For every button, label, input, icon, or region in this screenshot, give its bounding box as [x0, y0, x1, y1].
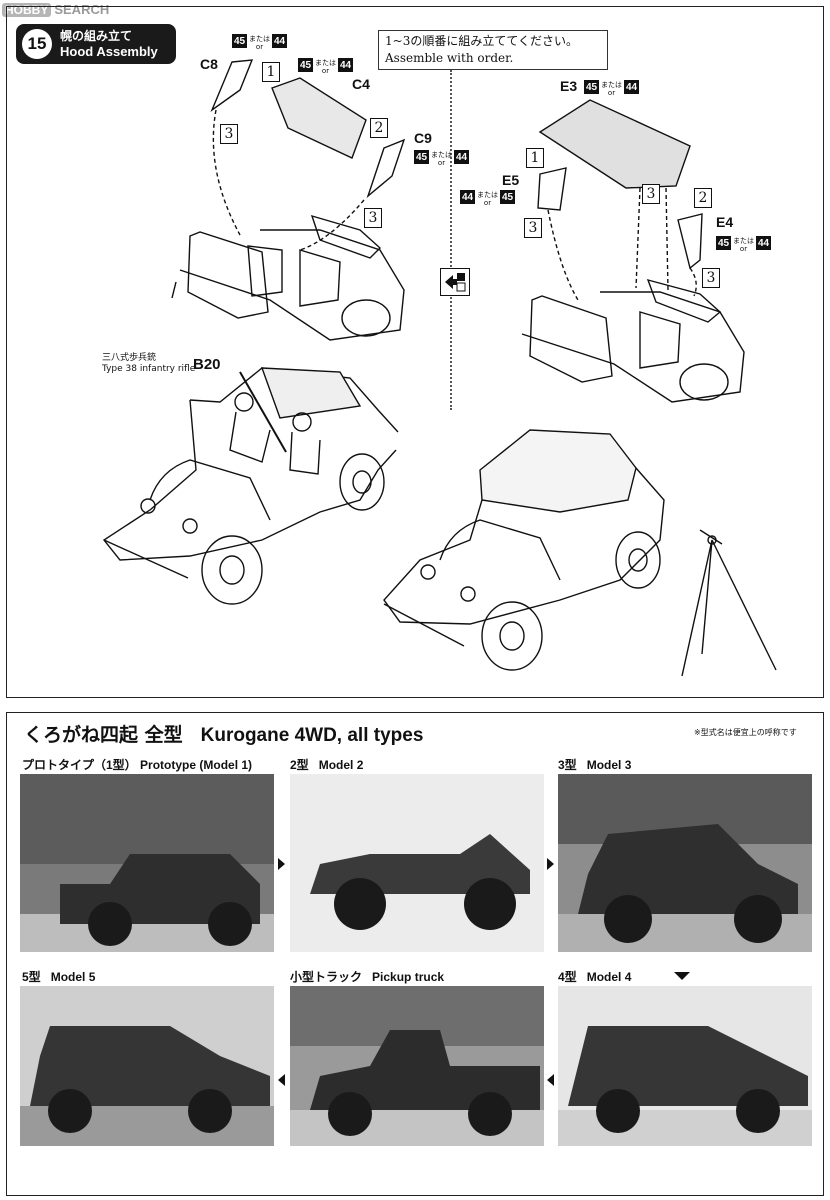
step-marker: 1	[526, 148, 544, 168]
arrow-down-icon	[674, 972, 690, 980]
assembly-panel	[6, 6, 824, 698]
step-marker: 2	[694, 188, 712, 208]
arrow-right-icon	[278, 858, 285, 870]
photo-pickup-truck	[290, 986, 544, 1146]
gallery-title-en: Kurogane 4WD, all types	[200, 725, 424, 746]
car-with-soldiers-drawing	[102, 367, 399, 605]
step-marker: 3	[220, 124, 238, 144]
step-marker: 3	[524, 218, 542, 238]
part-c9-drawing	[366, 138, 406, 199]
gallery-panel	[6, 712, 824, 1196]
label-c4: C4	[352, 76, 370, 92]
step-marker: 1	[262, 62, 280, 82]
car-open-right-drawing	[521, 278, 745, 403]
car-open-left-drawing	[171, 214, 405, 341]
orientation-icon	[440, 268, 470, 296]
label-e3: E3	[560, 78, 578, 94]
arrow-left-icon	[278, 1074, 285, 1086]
label-e5: E5	[502, 172, 520, 188]
car-closed-drawing	[383, 429, 665, 671]
label-e4: E4	[716, 214, 734, 230]
photo-model-3	[558, 774, 812, 952]
tripod-drawing	[681, 529, 777, 677]
assembly-drawings	[102, 59, 777, 677]
part-e3-drawing	[538, 99, 691, 189]
arrow-left-icon	[547, 1074, 554, 1086]
part-c4-drawing	[271, 77, 367, 159]
caption-pickup-truck: 小型トラック Pickup truck	[290, 970, 445, 984]
part-e4-drawing	[677, 213, 703, 270]
step-marker: 3	[702, 268, 720, 288]
caption-model-4: 4型 Model 4	[558, 970, 632, 984]
caption-prototype: プロトタイプ（1型） Prototype (Model 1)	[22, 758, 253, 772]
rifle-label: 三八式歩兵銃 Type 38 infantry rifle	[102, 353, 195, 375]
gallery-note: ※型式名は便宜上の呼称です	[694, 728, 797, 737]
rifle-label-jp: 三八式歩兵銃	[102, 353, 157, 363]
photo-model-2	[290, 774, 544, 952]
divider-dotted	[450, 70, 452, 410]
assembly-note-jp: 1~3の順番に組み立ててください。	[385, 34, 578, 48]
step-title-en: Hood Assembly	[60, 44, 158, 59]
step-title-jp: 幌の組み立て	[60, 29, 133, 43]
step-marker: 3	[364, 208, 382, 228]
assembly-note: 1~3の順番に組み立ててください。 Assemble with order.	[378, 30, 608, 70]
gallery-title: くろがね四起 全型 Kurogane 4WD, all types	[24, 720, 423, 747]
watermark-text: SEARCH	[54, 2, 110, 17]
assembly-note-en: Assemble with order.	[385, 51, 514, 65]
label-b20: B20	[193, 356, 221, 373]
arrow-right-icon	[547, 858, 554, 870]
step-marker: 3	[642, 184, 660, 204]
rifle-label-en: Type 38 infantry rifle	[102, 364, 196, 374]
step-marker: 2	[370, 118, 388, 138]
step-header: 15 幌の組み立て Hood Assembly	[16, 24, 176, 64]
gallery-title-jp: くろがね四起 全型	[24, 724, 183, 746]
part-e5-drawing	[537, 167, 567, 211]
caption-model-5: 5型 Model 5	[22, 970, 96, 984]
step-number: 15	[22, 29, 52, 59]
photo-prototype	[20, 774, 274, 952]
caption-model-3: 3型 Model 3	[558, 758, 632, 772]
part-c8-drawing	[210, 59, 254, 112]
caption-model-2: 2型 Model 2	[290, 758, 364, 772]
photo-model-5	[20, 986, 274, 1146]
label-c9: C9	[414, 130, 432, 146]
label-c8: C8	[200, 56, 218, 72]
photo-model-4	[558, 986, 812, 1146]
